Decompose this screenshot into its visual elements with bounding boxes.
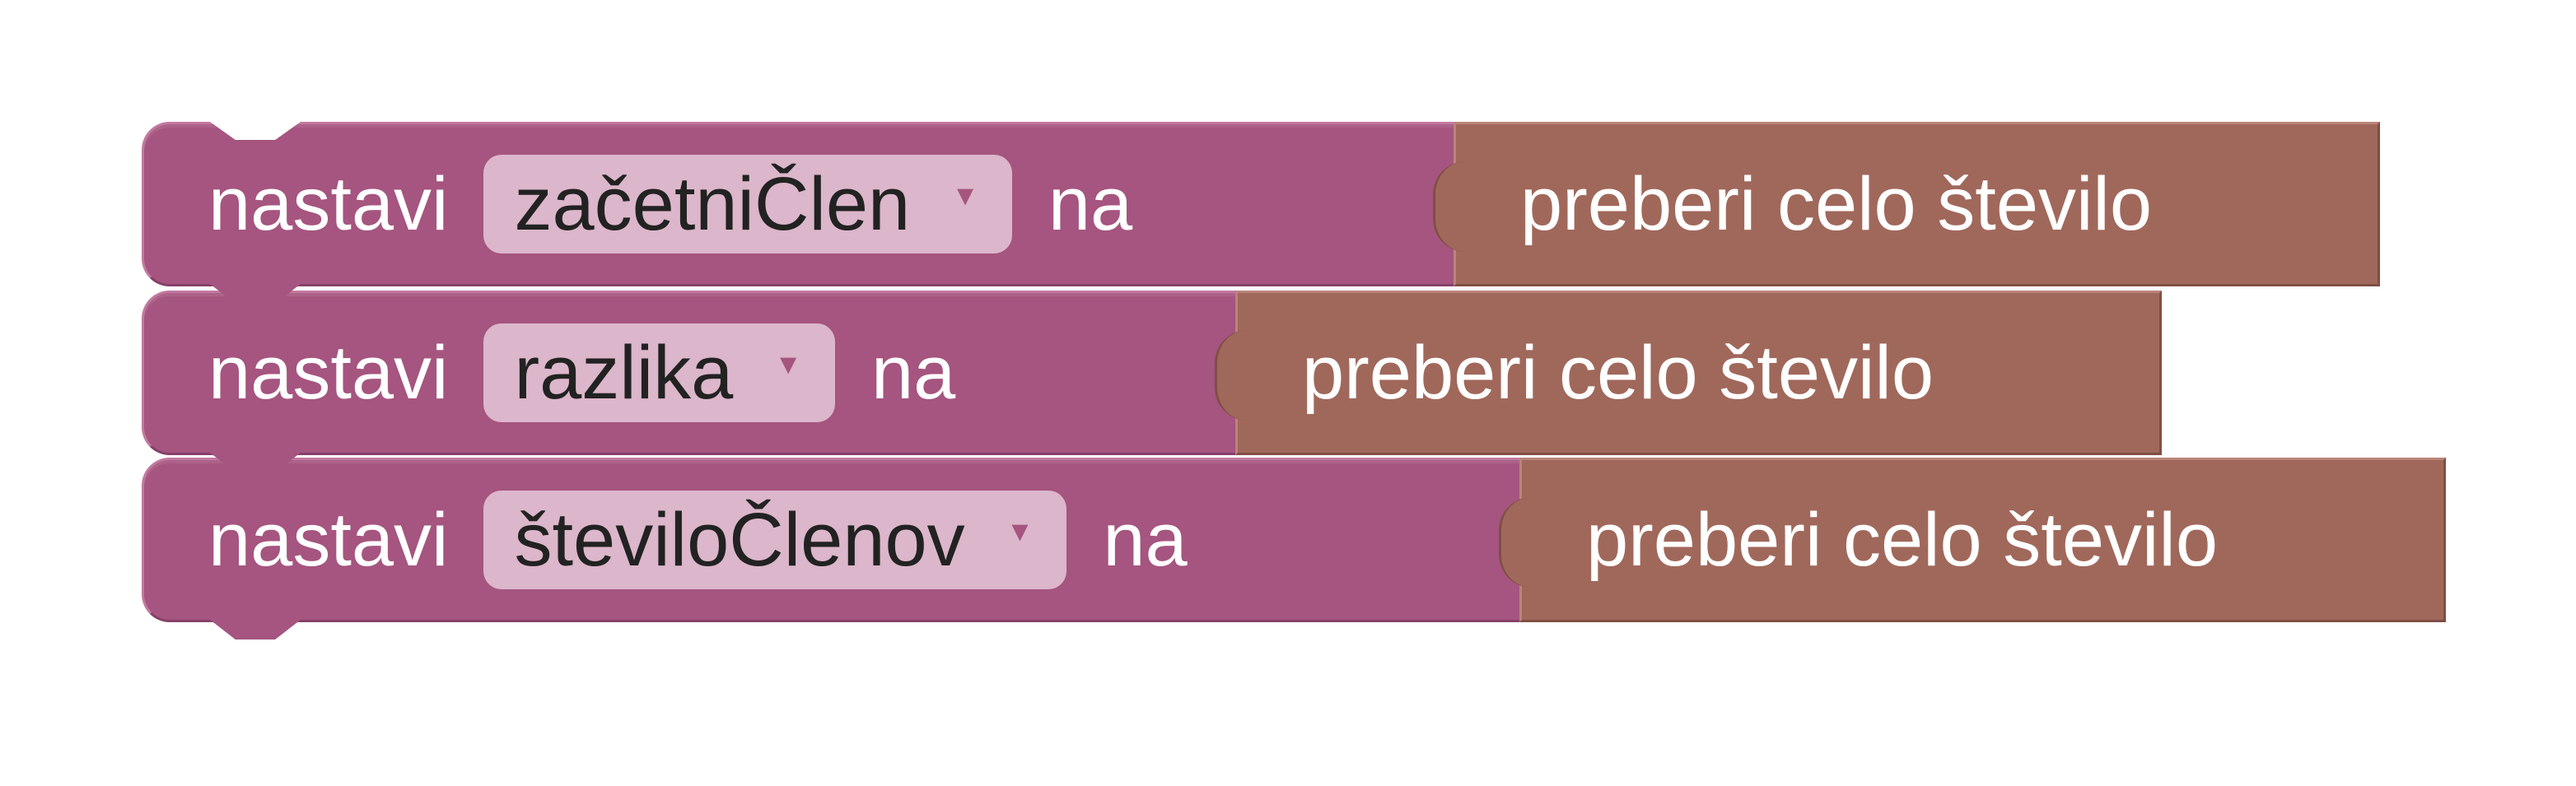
set-variable-block-row: nastavi začetniČlen ▼ na preberi celo št…: [0, 122, 2388, 304]
variable-dropdown[interactable]: začetniČlen ▼: [483, 155, 1012, 253]
variable-name: številoČlenov: [514, 497, 965, 582]
to-keyword: na: [1048, 162, 1133, 246]
to-keyword: na: [1103, 498, 1188, 582]
variable-name: razlika: [514, 330, 734, 415]
variable-dropdown[interactable]: razlika ▼: [483, 323, 836, 422]
next-connection-tab: [210, 620, 301, 639]
output-connection-tab: [1499, 497, 1537, 588]
chevron-down-icon[interactable]: ▼: [1006, 515, 1034, 547]
set-keyword: nastavi: [208, 162, 449, 246]
set-variable-block[interactable]: nastavi razlika ▼ na: [142, 291, 1241, 472]
set-variable-block-row: nastavi številoČlenov ▼ na preberi celo …: [0, 458, 2454, 639]
read-integer-label: preberi celo število: [1302, 330, 1934, 415]
output-connection-tab: [1215, 330, 1253, 421]
variable-name: začetniČlen: [514, 161, 911, 246]
previous-connection-notch: [210, 122, 301, 140]
chevron-down-icon[interactable]: ▼: [774, 348, 803, 380]
read-integer-block[interactable]: preberi celo število: [1433, 122, 2380, 286]
to-keyword: na: [871, 331, 956, 415]
read-integer-label: preberi celo število: [1586, 497, 2219, 582]
set-variable-block[interactable]: nastavi številoČlenov ▼ na: [142, 458, 1525, 639]
read-integer-label: preberi celo število: [1520, 161, 2153, 246]
output-connection-tab: [1433, 161, 1471, 252]
read-integer-block[interactable]: preberi celo število: [1499, 458, 2446, 622]
set-keyword: nastavi: [208, 498, 449, 582]
set-variable-block[interactable]: nastavi začetniČlen ▼ na: [142, 122, 1459, 304]
read-integer-block[interactable]: preberi celo število: [1215, 291, 2162, 455]
chevron-down-icon[interactable]: ▼: [951, 179, 979, 212]
variable-dropdown[interactable]: številoČlenov ▼: [483, 491, 1067, 589]
set-keyword: nastavi: [208, 331, 449, 415]
set-variable-block-row: nastavi razlika ▼ na preberi celo števil…: [0, 291, 2174, 472]
